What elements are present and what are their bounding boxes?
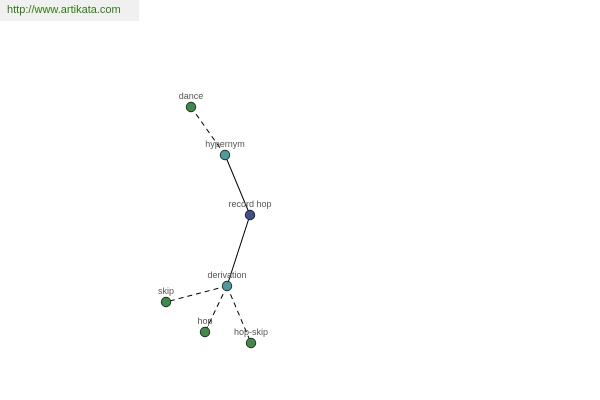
node-dance-circle[interactable] bbox=[185, 101, 197, 113]
node-derivation-label: derivation bbox=[207, 270, 246, 280]
node-hypernym-label: hypernym bbox=[205, 139, 245, 149]
node-skip[interactable]: skip bbox=[158, 286, 174, 308]
node-record-hop-circle[interactable] bbox=[244, 209, 256, 221]
edge-derivation-to-hop-skip bbox=[226, 285, 252, 344]
edge-hypernym-to-dance bbox=[190, 106, 226, 156]
node-hypernym[interactable]: hypernym bbox=[205, 139, 245, 161]
node-hop-label: hop bbox=[197, 316, 212, 326]
site-url-link[interactable]: http://www.artikata.com bbox=[7, 4, 121, 16]
node-hop-skip[interactable]: hop-skip bbox=[234, 327, 268, 349]
node-hypernym-circle[interactable] bbox=[219, 149, 231, 161]
edge-record-hop-to-derivation bbox=[226, 214, 251, 287]
node-hop-circle[interactable] bbox=[199, 326, 211, 338]
node-record-hop[interactable]: record hop bbox=[228, 199, 272, 221]
node-hop-skip-label: hop-skip bbox=[234, 327, 268, 337]
node-dance-label: dance bbox=[179, 91, 204, 101]
node-derivation-circle[interactable] bbox=[221, 280, 233, 292]
edge-derivation-to-skip bbox=[165, 285, 228, 303]
node-skip-circle[interactable] bbox=[160, 296, 172, 308]
node-hop-skip-circle[interactable] bbox=[245, 337, 257, 349]
node-dance[interactable]: dance bbox=[179, 91, 204, 113]
node-record-hop-label: record hop bbox=[228, 199, 271, 209]
nodes-layer: record hop hypernym derivation dance skip hop… bbox=[158, 91, 272, 349]
node-derivation[interactable]: derivation bbox=[207, 270, 247, 292]
node-skip-label: skip bbox=[158, 286, 174, 296]
edges-layer bbox=[165, 106, 252, 344]
edge-record-hop-to-hypernym bbox=[224, 154, 251, 216]
node-hop[interactable]: hop bbox=[197, 316, 213, 338]
url-bar: http://www.artikata.com bbox=[0, 0, 139, 21]
